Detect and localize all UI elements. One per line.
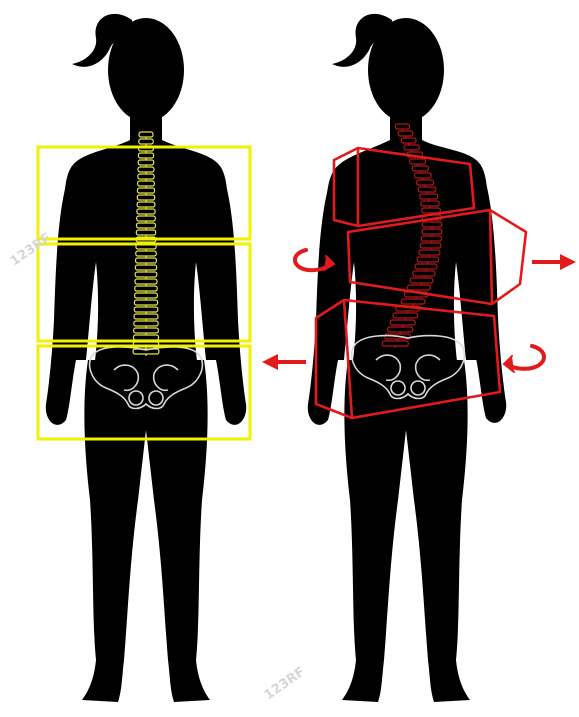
straight-shift-arrow-icon xyxy=(532,254,576,270)
svg-text:123RF: 123RF xyxy=(8,231,54,270)
silhouette xyxy=(308,14,506,702)
silhouette xyxy=(46,14,246,702)
scoliosis-figure xyxy=(262,14,576,702)
svg-text:123RF: 123RF xyxy=(262,665,308,704)
straight-shift-arrow-icon xyxy=(262,354,306,370)
normal-figure xyxy=(38,14,250,702)
curved-rotation-arrow-icon xyxy=(504,346,544,372)
